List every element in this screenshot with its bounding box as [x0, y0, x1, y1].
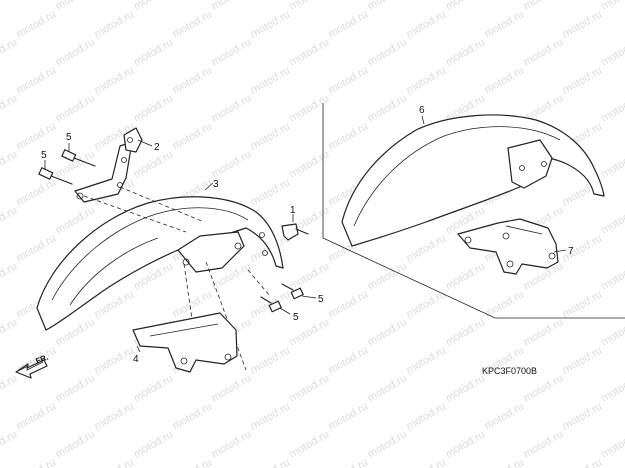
- bolt-5c: [281, 283, 304, 300]
- callout-5a: 5: [66, 132, 72, 143]
- fender-bracket: [74, 127, 143, 203]
- bolt-5a: [61, 149, 96, 167]
- alt-fender: [341, 114, 605, 247]
- callout-3: 3: [213, 179, 219, 190]
- callout-4: 4: [133, 354, 139, 365]
- clip-part: [281, 223, 309, 241]
- callout-7: 7: [568, 246, 574, 257]
- front-direction-arrow-icon: [15, 359, 48, 379]
- alt-panel-border: [322, 103, 625, 319]
- bolt-5d: [260, 296, 282, 313]
- callout-1: 1: [290, 205, 296, 216]
- diagram-code: KPC3F0700B: [482, 366, 537, 376]
- callout-6: 6: [419, 105, 425, 116]
- callout-5b: 5: [41, 150, 47, 161]
- callout-5c: 5: [318, 294, 324, 305]
- front-fender: [36, 196, 284, 331]
- callout-2: 2: [154, 142, 160, 153]
- lower-bracket: [132, 312, 238, 373]
- bolt-5b: [38, 167, 73, 185]
- callout-5d: 5: [293, 312, 299, 323]
- alt-bracket: [457, 218, 559, 275]
- front-indicator: FR.: [34, 353, 49, 366]
